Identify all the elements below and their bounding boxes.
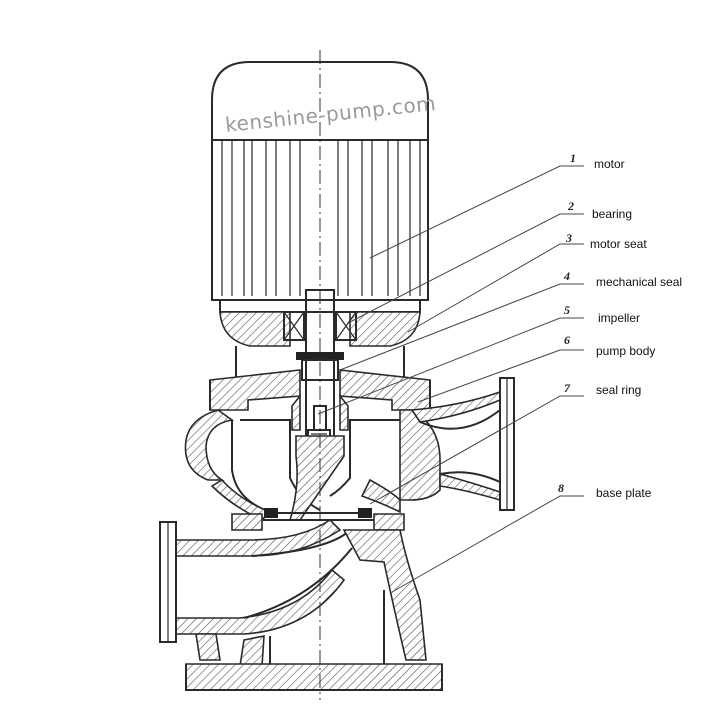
callout-2-number: 2 bbox=[567, 199, 574, 213]
watermark: kenshine-pump.com bbox=[224, 91, 437, 137]
suction-elbow bbox=[159, 518, 353, 643]
leader-1 bbox=[369, 165, 584, 259]
callout-6-label: pump body bbox=[596, 344, 655, 358]
callout-4-label: mechanical seal bbox=[596, 275, 682, 289]
callout-6-number: 6 bbox=[564, 333, 570, 347]
leader-4 bbox=[339, 283, 584, 371]
callout-3-number: 3 bbox=[565, 231, 572, 245]
callout-3-label: motor seat bbox=[590, 237, 647, 251]
leader-5 bbox=[317, 317, 584, 415]
callout-8-label: base plate bbox=[596, 486, 652, 500]
pump-body bbox=[184, 409, 441, 521]
callout-4-number: 4 bbox=[563, 269, 570, 283]
leader-3 bbox=[407, 243, 584, 333]
callout-1-label: motor bbox=[594, 157, 625, 171]
callout-7-label: seal ring bbox=[596, 383, 641, 397]
callout-1-number: 1 bbox=[570, 151, 576, 165]
callout-labels: 1 motor 2 bearing 3 motor seat 4 mechani… bbox=[558, 151, 682, 500]
callout-5-number: 5 bbox=[564, 303, 570, 317]
discharge-outlet bbox=[410, 377, 515, 511]
leader-2 bbox=[349, 213, 584, 323]
callout-5-label: impeller bbox=[598, 311, 640, 325]
leader-7 bbox=[369, 395, 584, 505]
callout-leaders bbox=[317, 165, 584, 593]
callout-2-label: bearing bbox=[592, 207, 632, 221]
base-plate bbox=[185, 529, 443, 691]
motor-body bbox=[211, 61, 429, 313]
callout-7-number: 7 bbox=[564, 381, 571, 395]
leader-8 bbox=[391, 495, 584, 593]
motor-seat bbox=[219, 311, 421, 380]
leader-6 bbox=[417, 349, 584, 403]
callout-8-number: 8 bbox=[558, 481, 564, 495]
